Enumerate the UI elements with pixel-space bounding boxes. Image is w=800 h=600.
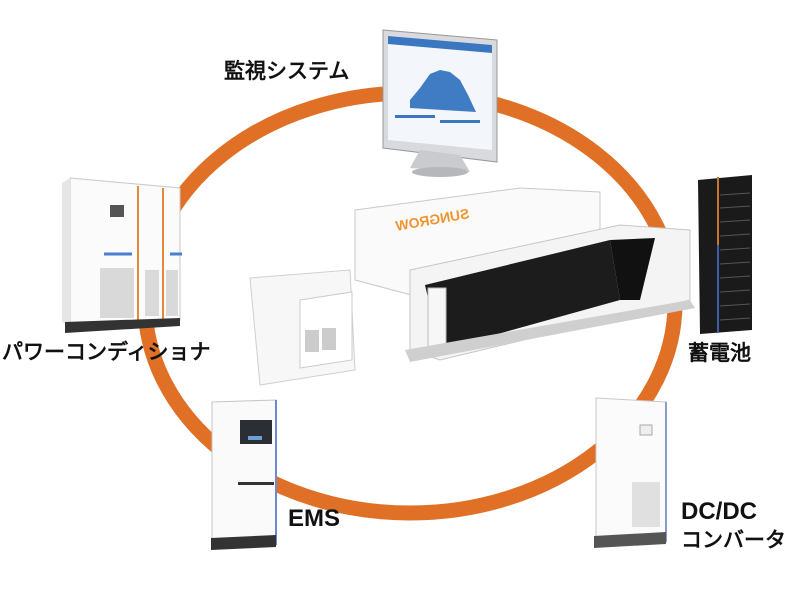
label-power-conditioner: パワーコンディショナ	[2, 340, 211, 364]
ems-cabinet-icon	[211, 399, 277, 550]
dc-converter-cabinet-icon	[594, 397, 667, 548]
battery-rack-icon	[698, 175, 752, 334]
label-ems: EMS	[288, 505, 341, 532]
container-storage-system-icon: SUNGROW	[249, 187, 695, 386]
label-monitoring-system: 監視システム	[224, 59, 350, 83]
inverter-cabinet-icon	[62, 177, 182, 333]
label-dcdc-line1: DC/DC	[681, 498, 757, 525]
label-battery: 蓄電池	[688, 341, 751, 365]
monitor-dashboard-icon	[382, 29, 498, 177]
label-dcdc-line2: コンバータ	[681, 528, 786, 552]
label-dcdc-converter: DC/DC コンバータ	[681, 498, 786, 554]
